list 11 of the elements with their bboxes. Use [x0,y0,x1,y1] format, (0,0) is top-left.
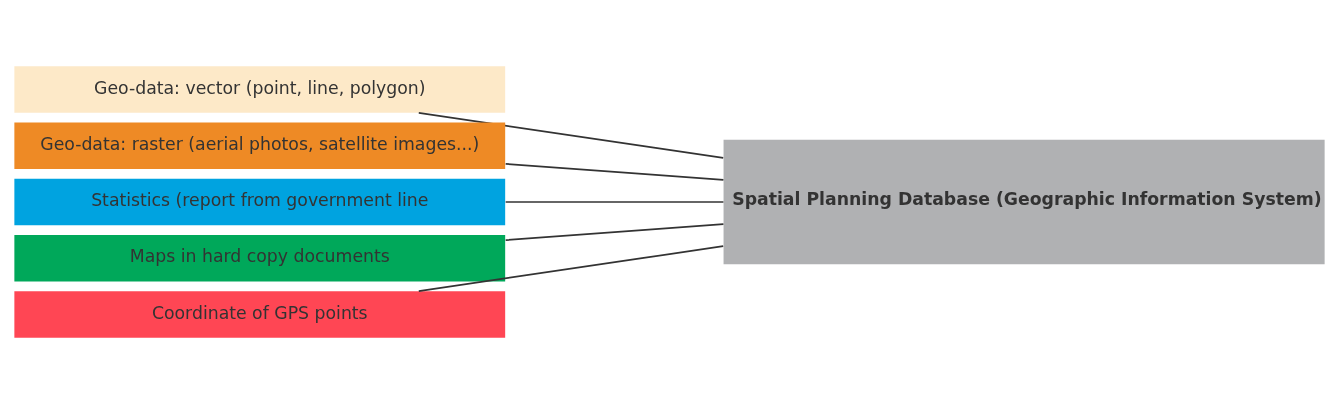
node-box: Maps in hard copy documents [14,234,506,281]
node-box: Geo-data: raster (aerial photos, satellite images...) [14,122,506,169]
connector [504,222,725,241]
node-box: Spatial Planning Database (Geographic Information System) [723,139,1325,264]
node-box: Coordinate of GPS points [14,290,506,338]
connector [417,244,725,292]
connector [504,200,725,203]
node-box: Statistics (report from government line [14,178,506,225]
node-box: Geo-data: vector (point, line, polygon) [14,65,506,113]
connector [417,111,725,159]
connector [504,162,725,181]
